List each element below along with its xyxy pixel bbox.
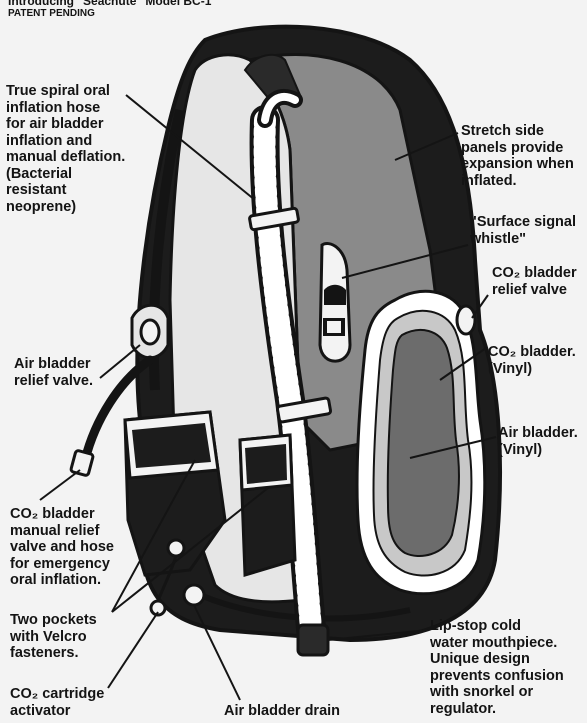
label-co2-relief-valve: CO₂ bladder relief valve <box>492 265 577 298</box>
label-oral-inflation-hose: True spiral oral inflation hose for air … <box>6 83 125 215</box>
whistle-shape <box>320 244 350 362</box>
label-co2-activator: CO₂ cartridge activator <box>10 686 104 719</box>
mouthpiece-shape <box>298 625 328 655</box>
label-co2-bladder: CO₂ bladder. (Vinyl) <box>488 344 576 377</box>
label-pockets: Two pockets with Velcro fasteners. <box>10 612 97 662</box>
header-patent: PATENT PENDING <box>8 8 95 19</box>
co2-relief-valve-knob <box>457 306 475 334</box>
label-air-bladder-drain: Air bladder drain <box>224 703 340 720</box>
label-air-relief-valve: Air bladder relief valve. <box>14 356 93 389</box>
co2-hose-tip <box>70 450 93 476</box>
label-stretch-side-panels: Stretch side panels provide expansion wh… <box>461 123 574 189</box>
air-drain-valve <box>184 585 204 605</box>
label-mouthpiece: Lip-stop cold water mouthpiece. Unique d… <box>430 618 564 717</box>
label-surface-whistle: "Surface signal whistle" <box>470 214 576 247</box>
bladder-window <box>357 291 485 593</box>
co2-activator-knob <box>168 540 184 556</box>
air-relief-valve-shape <box>132 305 168 358</box>
label-air-bladder: Air bladder. (Vinyl) <box>498 425 578 458</box>
header-title: Introducing "Seachute" Model BC-1 <box>8 0 211 8</box>
label-co2-manual-relief: CO₂ bladder manual relief valve and hose… <box>10 506 114 589</box>
pocket-right <box>240 435 295 575</box>
